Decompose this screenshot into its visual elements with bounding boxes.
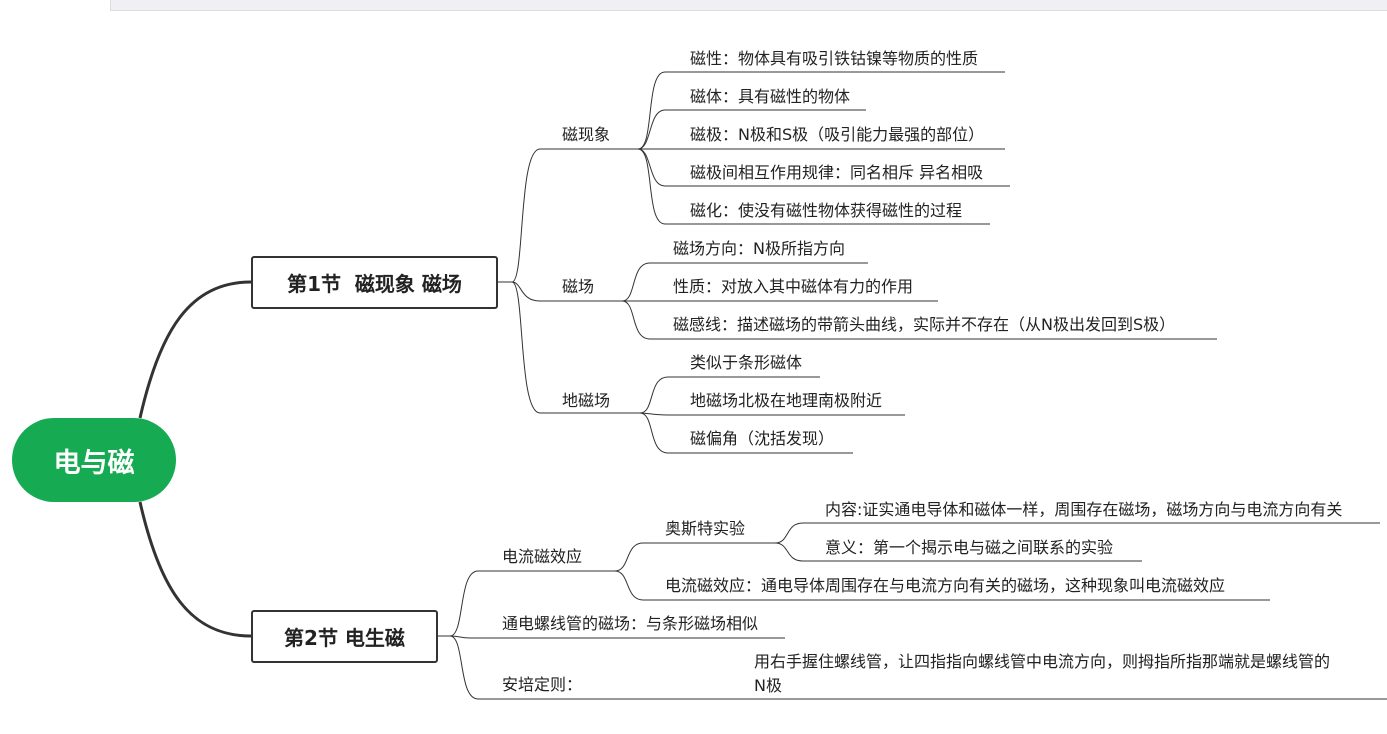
- topic-item[interactable]: 地磁场北极在地理南极附近: [690, 391, 883, 410]
- topic-item[interactable]: 磁化：使没有磁性物体获得磁性的过程: [690, 201, 963, 220]
- topic-item[interactable]: 磁性：物体具有吸引铁钴镍等物质的性质: [690, 49, 979, 68]
- topic-geomagnetic-field[interactable]: 地磁场: [562, 391, 611, 410]
- topic-item[interactable]: 磁极间相互作用规律：同名相斥 异名相吸: [690, 163, 984, 182]
- root-connector-1: [138, 280, 252, 419]
- topic-item[interactable]: 磁偏角（沈括发现）: [690, 429, 835, 448]
- topic-magnetic-phenomena[interactable]: 磁现象: [562, 125, 611, 144]
- tab-bar: [0, 0, 1387, 11]
- tab-strip: [110, 0, 1387, 11]
- topic-oersted-experiment[interactable]: 奥斯特实验: [665, 519, 746, 538]
- active-tab[interactable]: [0, 0, 110, 11]
- topic-item[interactable]: 磁体：具有磁性的物体: [690, 87, 851, 106]
- topic-current-magnetic-effect[interactable]: 电流磁效应: [502, 547, 583, 566]
- topic-item[interactable]: 意义：第一个揭示电与磁之间联系的实验: [825, 538, 1114, 557]
- topic-item[interactable]: 磁极：N极和S极（吸引能力最强的部位）: [690, 125, 985, 144]
- root-connector-2: [138, 501, 252, 638]
- topic-solenoid-field[interactable]: 通电螺线管的磁场：与条形磁场相似: [502, 614, 759, 633]
- topic-magnetic-field[interactable]: 磁场: [562, 277, 595, 296]
- topic-item[interactable]: 类似于条形磁体: [690, 353, 803, 372]
- topic-item[interactable]: 电流磁效应：通电导体周围存在与电流方向有关的磁场，这种现象叫电流磁效应: [665, 576, 1226, 595]
- topic-item[interactable]: 性质：对放入其中磁体有力的作用: [673, 277, 914, 296]
- topic-item-continued: N极: [754, 676, 782, 695]
- topic-item[interactable]: 磁场方向：N极所指方向: [673, 239, 845, 258]
- section-1-node[interactable]: 第1节 磁现象 磁场: [251, 256, 498, 309]
- topic-ampere-rule[interactable]: 安培定则：: [502, 675, 583, 694]
- root-node[interactable]: 电与磁: [12, 418, 176, 502]
- topic-item[interactable]: 用右手握住螺线管，让四指指向螺线管中电流方向，则拇指所指那端就是螺线管的: [754, 652, 1331, 671]
- section-2-node[interactable]: 第2节 电生磁: [251, 610, 438, 663]
- topic-item[interactable]: 内容:证实通电导体和磁体一样，周围存在磁场，磁场方向与电流方向有关: [825, 500, 1343, 519]
- topic-item[interactable]: 磁感线：描述磁场的带箭头曲线，实际并不存在（从N极出发回到S极）: [673, 315, 1176, 334]
